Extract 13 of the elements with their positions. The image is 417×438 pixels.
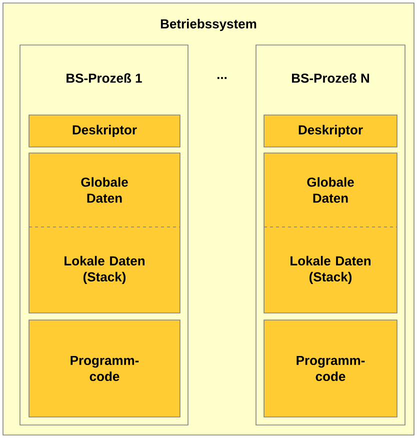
ellipsis: ... (217, 77, 227, 79)
memory-segment: Lokale Daten (Stack) (264, 227, 397, 313)
node-label: Lokale Daten (Stack) (64, 256, 145, 284)
memory-segment: Lokale Daten (Stack) (29, 227, 180, 313)
memory-segment: Programm- code (264, 320, 398, 418)
memory-segment: Programm- code (28, 320, 180, 418)
memory-segment: Globale Daten (264, 153, 397, 227)
node-label: Globale Daten (81, 177, 128, 203)
node-label: Lokale Daten (Stack) (290, 256, 371, 284)
memory-segment: Deskriptor (264, 114, 398, 148)
memory-segment: Globale Daten (29, 153, 180, 227)
node-label: Globale Daten (307, 177, 354, 203)
memory-segment: Deskriptor (28, 114, 180, 148)
